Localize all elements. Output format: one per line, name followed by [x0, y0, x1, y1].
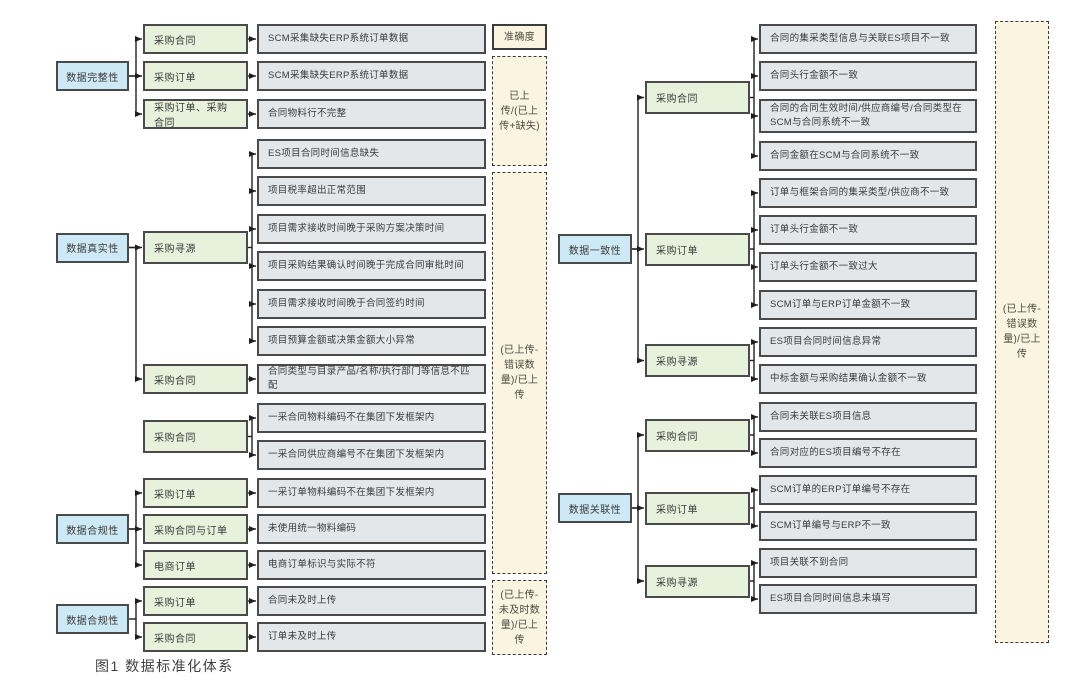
- metric-label-line: 量)/已上: [500, 375, 539, 386]
- issue-box: 一采订单物料编码不在集团下发框架内: [257, 478, 486, 508]
- issue-box: 未使用统一物料编码: [257, 514, 486, 544]
- group-box: 采购合同与订单: [143, 514, 248, 544]
- issue-box: ES项目合同时间信息未填写: [759, 584, 977, 614]
- group-box: 采购订单: [143, 586, 248, 616]
- metric-label-line: (已上传-: [500, 589, 539, 601]
- issue-box: 订单与框架合同的集采类型/供应商不一致: [759, 178, 977, 208]
- category-box: 数据合规性: [56, 514, 129, 544]
- category-box: 数据完整性: [56, 61, 129, 91]
- issue-box: SCM订单编号与ERP不一致: [759, 511, 977, 541]
- metric-label-line: 传/(已上: [500, 105, 539, 117]
- issue-box: SCM订单的ERP订单编号不存在: [759, 475, 977, 505]
- group-box: 采购合同: [645, 418, 750, 452]
- metric-label-line: 准确度: [504, 31, 535, 43]
- issue-box: 合同金额在SCM与合同系统不一致: [759, 141, 977, 171]
- issue-box: 项目预算金额或决策金额大小异常: [257, 326, 486, 356]
- metric-label-line: 传: [514, 390, 525, 401]
- metric-label-line: 错误数: [1006, 319, 1038, 330]
- issue-box: ES项目合同时间信息缺失: [257, 139, 486, 169]
- group-box: 采购寻源: [143, 231, 248, 264]
- issue-box: 合同对应的ES项目编号不存在: [759, 438, 977, 468]
- issue-box: ES项目合同时间信息异常: [759, 327, 977, 357]
- group-box: 电商订单: [143, 550, 248, 580]
- group-box: 采购合同: [143, 622, 248, 652]
- metric-label-line: (已上传-: [1002, 304, 1042, 315]
- metric-label-line: 量)/已上: [1003, 334, 1041, 345]
- issue-box: 项目关联不到合同: [759, 548, 977, 578]
- issue-box: 项目税率超出正常范围: [257, 176, 486, 206]
- metric-label-line: 传: [1016, 349, 1028, 360]
- metric-label-line: 传+缺失): [499, 120, 540, 132]
- metric-label-line: 错误数: [504, 360, 535, 371]
- group-box: 采购订单: [143, 478, 248, 508]
- category-box: 数据合规性: [56, 604, 129, 634]
- issue-box: 合同未关联ES项目信息: [759, 402, 977, 432]
- issue-box: 合同物料行不完整: [257, 99, 486, 129]
- issue-box: 合同头行金额不一致: [759, 61, 977, 91]
- metric-label-line: 量)/已上: [500, 619, 539, 631]
- issue-box: 订单头行金额不一致过大: [759, 252, 977, 282]
- metric-box: (已上传- 错误数量)/已上传: [995, 21, 1049, 643]
- issue-box: 电商订单标识与实际不符: [257, 550, 486, 580]
- group-box: 采购合同: [143, 24, 248, 54]
- group-box: 采购订单: [645, 491, 750, 525]
- group-box: 采购订单、采购合同: [143, 99, 248, 129]
- issue-box: 一采合同物料编码不在集团下发框架内: [257, 403, 486, 433]
- issue-box: 订单未及时上传: [257, 622, 486, 652]
- group-box: 采购合同: [143, 420, 248, 453]
- issue-box: 项目采购结果确认时间晚于完成合同审批时间: [257, 251, 486, 281]
- metric-box: 已上传/(已上传+缺失): [492, 56, 547, 166]
- issue-box: 合同的合同生效时间/供应商编号/合同类型在SCM与合同系统不一致: [759, 99, 977, 133]
- group-box: 采购寻源: [645, 344, 750, 377]
- metric-label-line: 已上: [509, 90, 530, 102]
- issue-box: 项目需求接收时间晚于合同签约时间: [257, 289, 486, 319]
- metric-header-box: 准确度: [492, 24, 547, 50]
- issue-box: 一采合同供应商编号不在集团下发框架内: [257, 440, 486, 470]
- issue-box: 合同类型与目录产品/名称/执行部门等信息不匹配: [257, 364, 486, 394]
- metric-label-line: 传: [514, 634, 525, 646]
- issue-box: 订单头行金额不一致: [759, 215, 977, 245]
- group-box: 采购订单: [645, 232, 750, 266]
- group-box: 采购寻源: [645, 564, 750, 598]
- group-box: 采购合同: [645, 81, 750, 114]
- issue-box: 合同的集采类型信息与关联ES项目不一致: [759, 24, 977, 54]
- category-box: 数据一致性: [558, 234, 632, 264]
- metric-box: (已上传- 错误数量)/已上传: [492, 172, 547, 574]
- metric-label-line: (已上传-: [500, 345, 539, 356]
- issue-box: 中标金额与采购结果确认金额不一致: [759, 364, 977, 394]
- issue-box: 合同未及时上传: [257, 586, 486, 616]
- group-box: 采购合同: [143, 364, 248, 394]
- figure-caption: 图1 数据标准化体系: [95, 658, 234, 674]
- issue-box: 项目需求接收时间晚于采购方案决策时间: [257, 214, 486, 244]
- group-box: 采购订单: [143, 61, 248, 91]
- category-box: 数据真实性: [56, 232, 129, 263]
- metric-box: (已上传- 未及时数量)/已上传: [492, 580, 547, 655]
- issue-box: SCM采集缺失ERP系统订单数据: [257, 61, 486, 91]
- issue-box: SCM采集缺失ERP系统订单数据: [257, 24, 486, 54]
- issue-box: SCM订单与ERP订单金额不一致: [759, 290, 977, 320]
- metric-label-line: 未及时数: [498, 604, 541, 616]
- category-box: 数据关联性: [558, 493, 632, 523]
